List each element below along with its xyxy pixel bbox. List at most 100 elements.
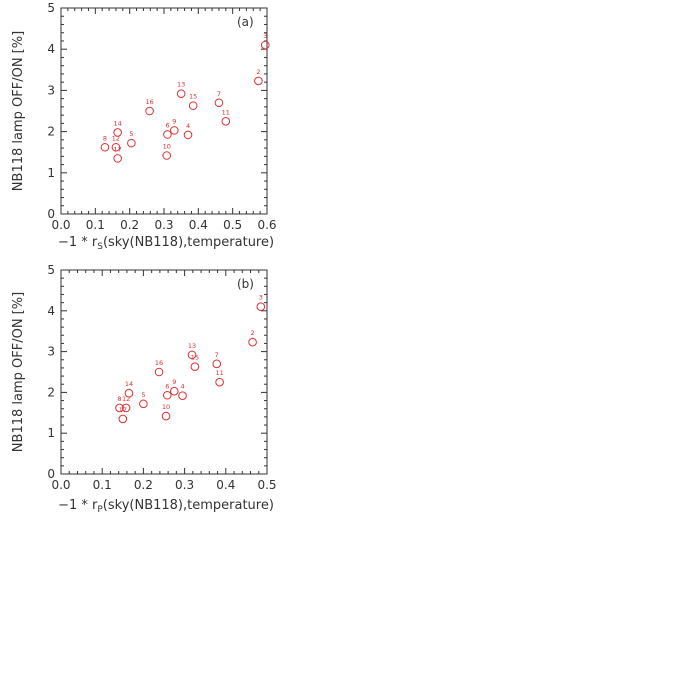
point-label-5: 5 [129,130,133,138]
y-tick-label: 0 [47,467,55,481]
point-label-2: 2 [256,68,260,76]
point-label-2: 2 [251,329,255,337]
y-tick-label: 5 [47,263,55,277]
point-label-12: 12 [122,395,130,403]
point-label-3: 3 [263,32,267,40]
x-tick-label: 0.5 [257,478,276,492]
plot-frame [60,7,268,215]
data-point-2 [254,76,263,86]
point-label-4: 4 [180,383,184,391]
y-tick-label: 1 [47,426,55,440]
y-tick-label: 3 [47,83,55,97]
point-label-17: 17 [119,406,127,414]
point-label-3: 3 [259,294,263,302]
point-label-17: 17 [114,145,122,153]
y-axis-label: NB118 lamp OFF/ON [%] [11,31,26,191]
data-point-8 [100,142,110,152]
point-label-4: 4 [186,122,190,130]
y-tick-label: 2 [47,125,55,139]
data-point-12 [121,403,131,413]
x-tick-label: 0.1 [86,218,105,232]
point-label-13: 13 [188,342,196,350]
x-tick-label: 0.0 [51,218,70,232]
x-axis-label: −1 * rS(sky(NB118),temperature) [58,235,274,252]
y-tick-label: 4 [47,42,55,56]
point-label-11: 11 [215,369,223,377]
point-label-11: 11 [222,108,230,116]
point-label-13: 13 [177,81,185,89]
y-axis-label: NB118 lamp OFF/ON [%] [11,292,26,452]
point-label-14: 14 [125,380,133,388]
x-tick-label: 0.1 [93,478,112,492]
panel-tag: (b) [237,277,254,291]
x-tick-label: 0.6 [257,218,276,232]
x-tick-label: 0.4 [216,478,235,492]
data-point-4 [178,391,187,400]
y-tick-label: 5 [47,1,55,15]
x-tick-label: 0.2 [120,218,139,232]
plot-frame [60,269,268,475]
point-label-6: 6 [165,382,169,390]
point-label-7: 7 [215,351,219,359]
data-point-17 [118,414,128,424]
y-tick-label: 1 [47,166,55,180]
data-point-9 [170,386,179,396]
data-point-17 [113,154,122,163]
y-tick-label: 2 [47,385,55,399]
data-point-2 [248,337,257,347]
data-point-5 [139,399,148,409]
data-point-6 [162,390,172,400]
x-axis-label: −1 * rP(sky(NB118),temperature) [58,498,274,515]
panel-tag: (a) [237,15,254,29]
point-label-7: 7 [217,90,221,98]
data-point-13 [176,89,186,98]
data-point-10 [161,411,171,421]
point-label-10: 10 [162,403,170,411]
y-tick-label: 3 [47,345,55,359]
data-point-11 [215,377,224,387]
data-point-13 [187,350,197,360]
data-point-4 [183,130,193,140]
point-label-6: 6 [165,121,169,129]
y-tick-label: 0 [47,207,55,221]
point-label-5: 5 [141,391,145,399]
data-point-16 [145,106,154,116]
data-point-7 [214,98,224,108]
data-point-12 [111,142,121,152]
data-point-6 [163,130,172,139]
y-tick-label: 4 [47,304,55,318]
data-point-15 [190,362,200,371]
data-point-14 [113,128,122,137]
data-point-8 [115,403,124,413]
data-point-7 [212,359,222,369]
data-point-15 [188,101,198,110]
point-label-14: 14 [114,119,122,127]
x-tick-label: 0.3 [154,218,173,232]
point-label-9: 9 [172,117,176,125]
x-tick-label: 0.2 [134,478,153,492]
x-tick-label: 0.4 [189,218,208,232]
point-label-12: 12 [112,134,120,142]
point-label-16: 16 [155,359,163,367]
data-point-3 [260,40,270,50]
x-tick-label: 0.5 [223,218,242,232]
data-point-10 [162,151,172,160]
point-label-15: 15 [189,93,197,101]
x-tick-label: 0.3 [175,478,194,492]
data-point-16 [154,367,164,377]
point-label-16: 16 [145,98,153,106]
point-label-10: 10 [163,142,171,150]
data-point-14 [124,388,134,398]
point-label-15: 15 [191,354,199,362]
data-point-9 [170,126,179,135]
data-point-3 [256,302,266,312]
data-point-5 [127,138,136,148]
point-label-8: 8 [117,395,121,403]
point-label-9: 9 [172,378,176,386]
data-point-11 [221,117,231,126]
point-label-8: 8 [103,134,107,142]
x-tick-label: 0.0 [51,478,70,492]
